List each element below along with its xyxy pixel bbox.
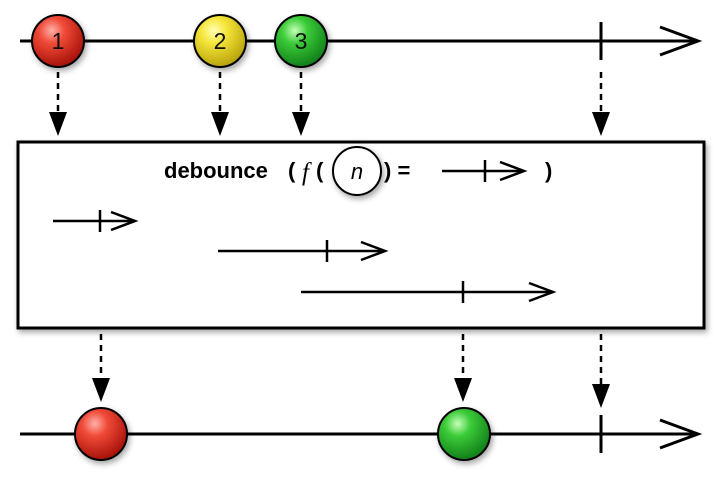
source-stream: 1 2 3 (20, 14, 703, 68)
source-marble-2: 2 (193, 14, 247, 68)
operator-label: debounce ( f ( n ) = ) (164, 146, 552, 196)
result-marble-1 (74, 407, 128, 461)
debounce-window-1 (53, 210, 139, 232)
source-marble-1: 1 (31, 14, 85, 68)
input-arrow-2 (211, 72, 229, 136)
operator-func-paren: ( (316, 158, 324, 183)
operator-param-label: n (351, 159, 363, 184)
source-marble-3-label: 3 (295, 28, 308, 54)
input-arrow-complete (592, 72, 610, 136)
output-arrow-complete (592, 334, 610, 408)
operator-name: debounce (164, 158, 268, 183)
operator-close-equals: ) = (384, 158, 410, 183)
operator-open-paren: ( (288, 158, 296, 183)
input-arrow-3 (292, 72, 310, 136)
source-marble-2-label: 2 (214, 28, 227, 54)
output-arrow-3 (454, 334, 472, 402)
result-timeline-arrowhead (659, 418, 703, 450)
input-arrows (49, 72, 610, 136)
operator-param-marble (332, 146, 382, 196)
source-timeline-arrowhead (659, 25, 703, 57)
source-marble-1-label: 1 (52, 28, 65, 54)
debounce-window-2 (218, 240, 389, 262)
operator-func-symbol: f (302, 159, 312, 186)
debounce-window-3 (301, 281, 557, 303)
result-marble-2 (437, 407, 491, 461)
input-arrow-1 (49, 72, 67, 136)
output-arrows (92, 334, 610, 408)
result-stream (20, 407, 703, 461)
operator-box: debounce ( f ( n ) = ) (16, 140, 706, 330)
output-arrow-1 (92, 334, 110, 402)
debounce-window-icon (442, 160, 528, 182)
operator-close-paren: ) (545, 158, 552, 183)
source-marble-3: 3 (274, 14, 328, 68)
